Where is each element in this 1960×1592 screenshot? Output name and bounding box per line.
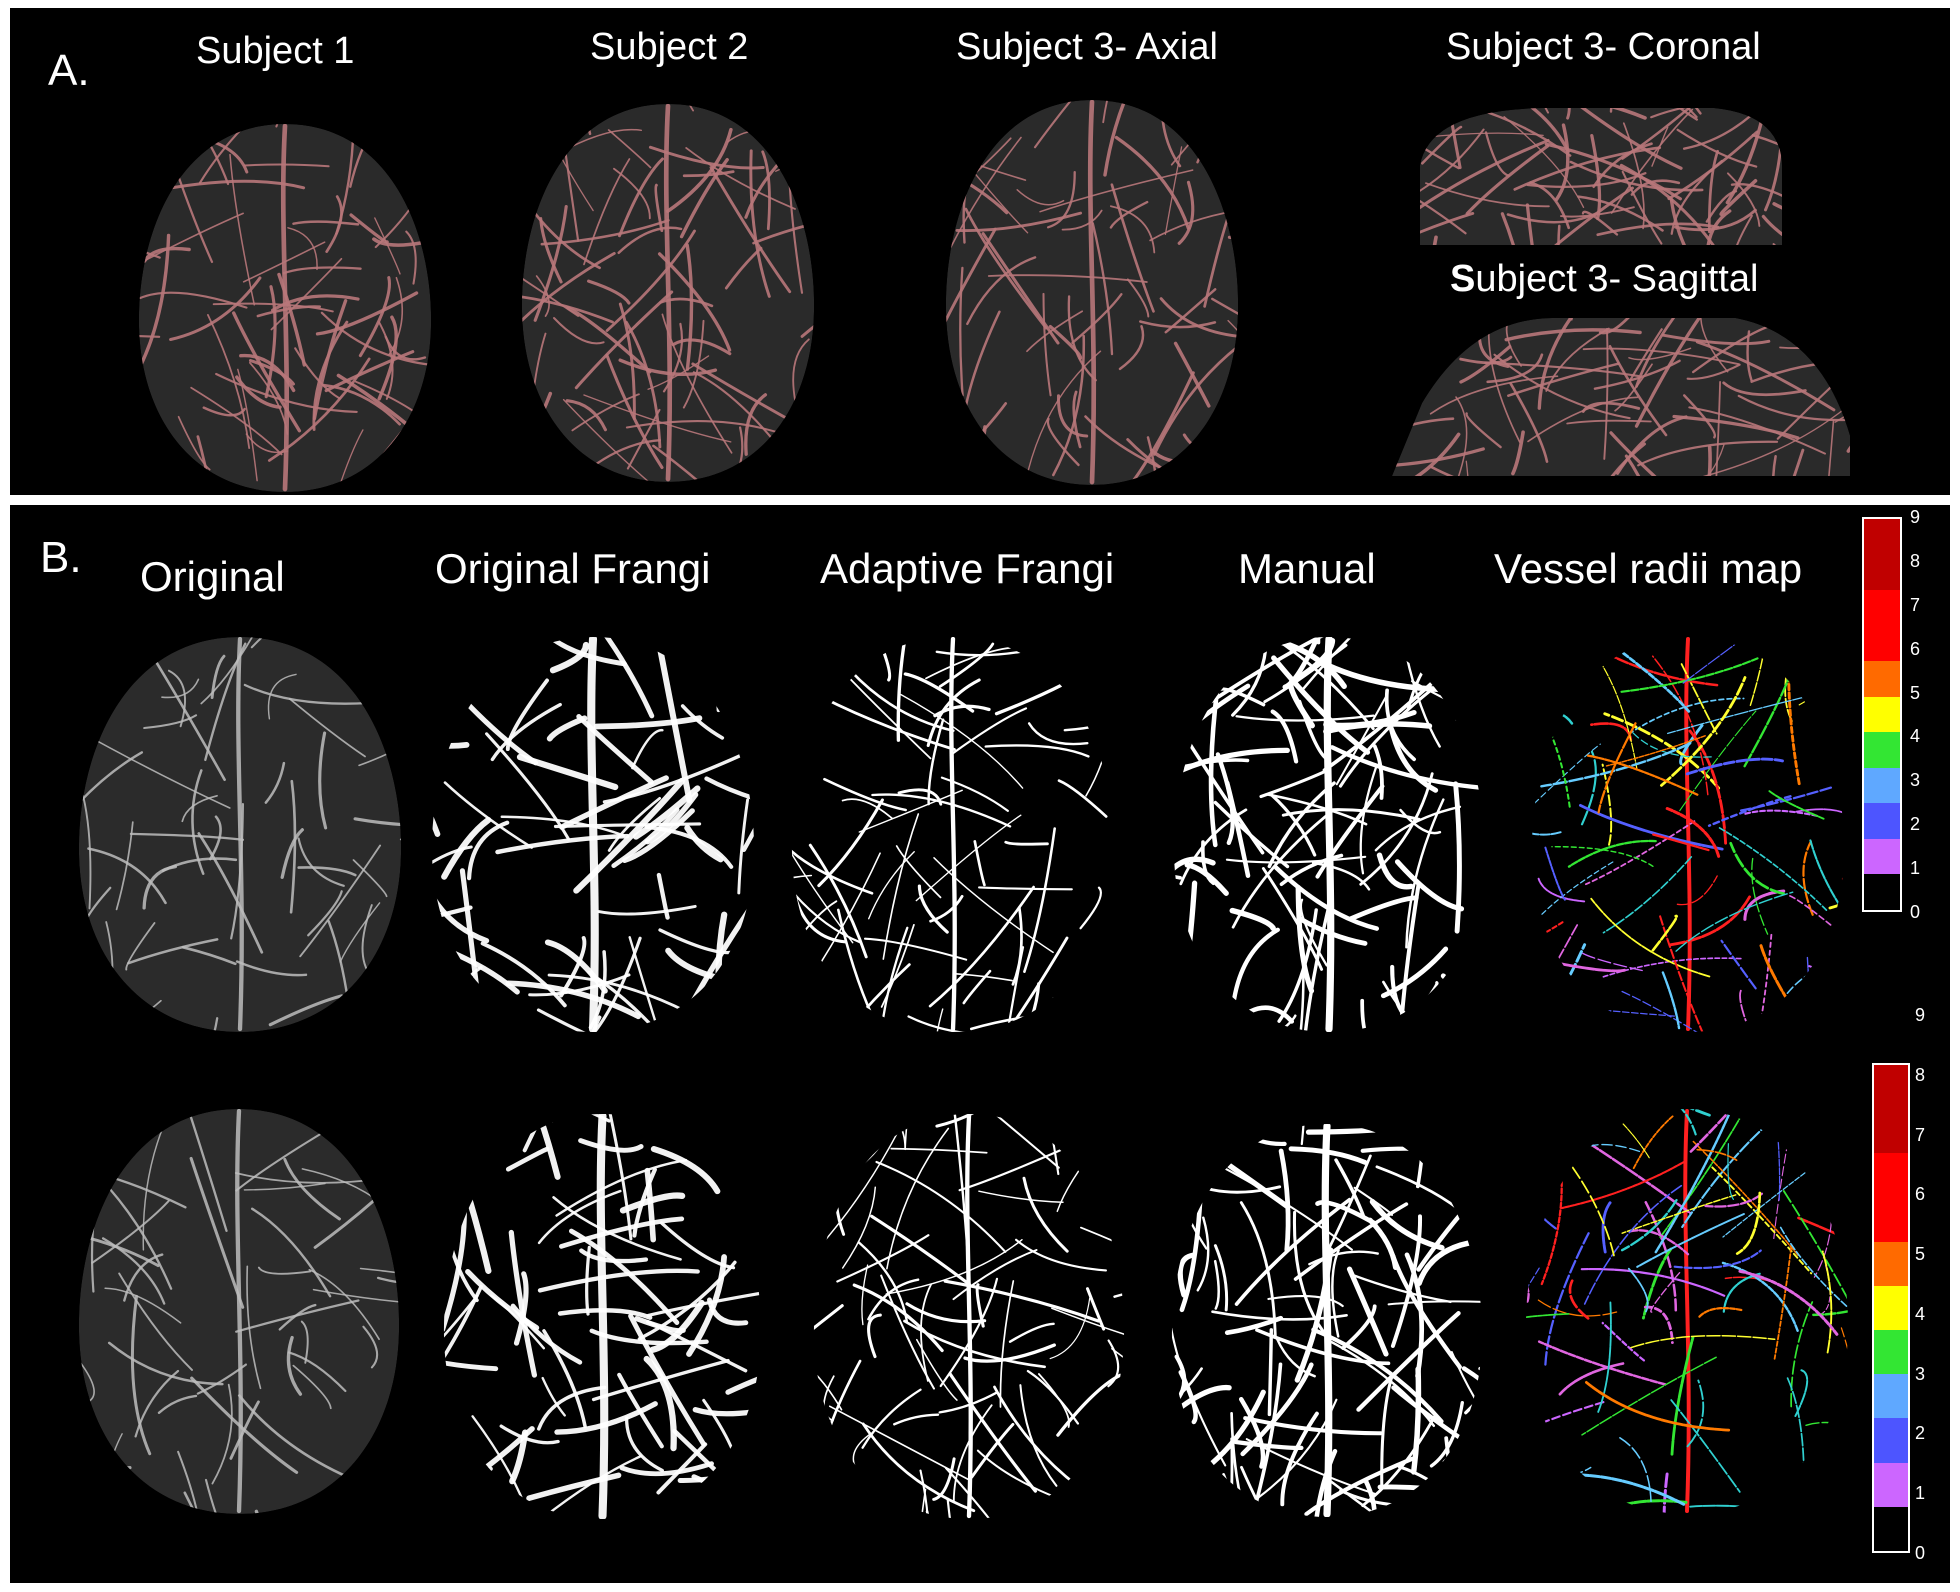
colorbar-tick-label: 9 — [1915, 1005, 1926, 1025]
title-subject-3-coronal: Subject 3- Coronal — [1446, 26, 1761, 68]
colorbar-segment — [1864, 874, 1900, 910]
brain-original-row-2 — [78, 1109, 400, 1514]
colorbar-tick-label: 5 — [1910, 682, 1921, 703]
brain-original-frangi-row-2 — [443, 1114, 762, 1519]
colorbar-segment — [1874, 1197, 1908, 1242]
colorbar-segment — [1864, 661, 1900, 697]
colorbar-tick-label: 0 — [1915, 1543, 1926, 1563]
panel-a: A. Subject 1 Subject 2 Subject 3- Axial … — [10, 8, 1950, 495]
brain-original-row-1 — [78, 637, 402, 1032]
colorbar-tick-label: 6 — [1910, 638, 1921, 659]
colorbar-segment — [1864, 767, 1900, 804]
colorbar-segment — [1874, 1418, 1908, 1463]
colorbar-segment — [1864, 625, 1900, 662]
colorbar-segment — [1874, 1506, 1908, 1551]
colorbar-segment — [1874, 1330, 1908, 1375]
colorbar-top — [1862, 517, 1902, 912]
colorbar-tick-label: 7 — [1910, 594, 1921, 615]
brain-angio-subject-1 — [138, 124, 432, 492]
colorbar-segment — [1874, 1109, 1908, 1154]
column-manual: Manual — [1238, 545, 1376, 592]
brain-manual-row-2 — [1171, 1124, 1483, 1517]
colorbar-segment — [1864, 838, 1900, 875]
brain-adaptive-frangi-row-2 — [813, 1114, 1125, 1519]
title-subject-3-axial: Subject 3- Axial — [956, 26, 1218, 68]
colorbar-segment — [1864, 732, 1900, 768]
brain-angio-subject-3-coronal — [1420, 108, 1783, 245]
colorbar-tick-label: 6 — [1915, 1184, 1926, 1205]
colorbar-tick-label: 1 — [1915, 1483, 1926, 1504]
column-adaptive-frangi: Adaptive Frangi — [820, 545, 1115, 592]
colorbar-segment — [1864, 554, 1900, 591]
title-subject-3-sagittal: Subject 3- Sagittal — [1450, 258, 1758, 301]
colorbar-tick-label: 9 — [1910, 507, 1921, 527]
colorbar-segment — [1864, 803, 1900, 839]
brain-adaptive-frangi-row-1 — [791, 637, 1115, 1032]
brain-manual-row-1 — [1173, 637, 1485, 1032]
colorbar-tick-label: 5 — [1915, 1244, 1926, 1265]
colorbar-tick-label: 8 — [1915, 1064, 1926, 1085]
column-original-frangi: Original Frangi — [435, 545, 711, 592]
colorbar-tick-label: 4 — [1910, 726, 1921, 747]
column-vessel-radii-map: Vessel radii map — [1494, 545, 1803, 592]
colorbar-segment — [1864, 519, 1900, 555]
colorbar-tick-label: 7 — [1915, 1124, 1926, 1145]
colorbar-tick-label: 2 — [1910, 814, 1921, 835]
brain-radii-map-row-2 — [1525, 1109, 1849, 1514]
title-subject-2: Subject 2 — [590, 26, 749, 68]
colorbar-segment — [1864, 696, 1900, 733]
sagittal-rest: ubject 3- Sagittal — [1475, 258, 1759, 300]
colorbar-tick-label: 2 — [1915, 1423, 1926, 1444]
colorbar-segment — [1874, 1153, 1908, 1198]
panel-b: B. Original Original Frangi Adaptive Fra… — [10, 505, 1950, 1583]
colorbar-tick-label: 0 — [1910, 902, 1921, 922]
sagittal-bold-letter: S — [1450, 258, 1476, 300]
panel-a-label: A. — [48, 46, 90, 95]
column-original: Original — [140, 553, 285, 600]
brain-original-frangi-row-1 — [431, 637, 755, 1032]
colorbar-tick-label: 8 — [1910, 550, 1921, 571]
colorbar-segment — [1874, 1285, 1908, 1331]
brain-angio-subject-3-sagittal — [1392, 318, 1850, 476]
colorbar-tick-label: 3 — [1910, 770, 1921, 791]
colorbar-segment — [1874, 1241, 1908, 1286]
colorbar-segment — [1874, 1462, 1908, 1507]
brain-angio-subject-2 — [521, 104, 815, 482]
colorbar-bottom — [1872, 1063, 1910, 1553]
colorbar-tick-label: 1 — [1910, 858, 1921, 879]
colorbar-segment — [1864, 590, 1900, 626]
colorbar-segment — [1874, 1065, 1908, 1110]
panel-b-label: B. — [40, 533, 82, 582]
brain-radii-map-row-1 — [1531, 637, 1845, 1032]
colorbar-tick-label: 4 — [1915, 1303, 1926, 1324]
title-subject-1: Subject 1 — [196, 30, 355, 72]
colorbar-tick-label: 3 — [1915, 1363, 1926, 1384]
brain-angio-subject-3-axial — [945, 100, 1239, 485]
colorbar-segment — [1874, 1374, 1908, 1419]
